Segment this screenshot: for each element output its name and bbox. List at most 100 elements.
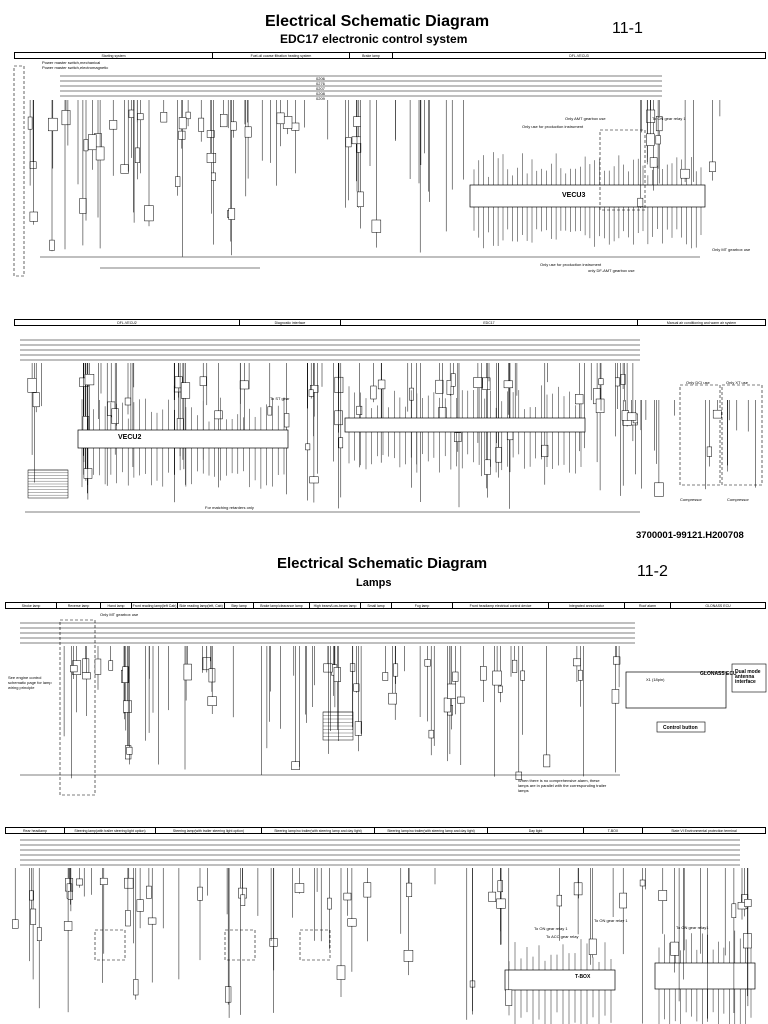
component-symbol bbox=[595, 398, 605, 413]
header-cell: Steering lamp/no trailer(with steering l… bbox=[262, 828, 375, 833]
component-symbol bbox=[211, 172, 216, 181]
component-symbol bbox=[99, 877, 108, 885]
callout: only DF-AMT gearbox use bbox=[588, 268, 635, 273]
ecu-module bbox=[654, 962, 756, 990]
component-symbol bbox=[393, 663, 399, 677]
component-symbol bbox=[611, 689, 620, 704]
header-cell: Stroke lamp bbox=[6, 603, 57, 608]
component-symbol bbox=[406, 882, 413, 897]
callout: Only AMT gearbox use bbox=[565, 116, 606, 121]
component-symbol bbox=[27, 116, 33, 130]
header-cell: Rear headlamp bbox=[6, 828, 65, 833]
component-symbol bbox=[575, 394, 584, 405]
callout: To ON gear relay 1 bbox=[594, 918, 628, 923]
callout: Only use for production instrument bbox=[540, 262, 602, 267]
component-symbol bbox=[613, 656, 621, 665]
component-symbol bbox=[454, 432, 462, 442]
component-symbol bbox=[291, 122, 300, 131]
component-symbol bbox=[473, 377, 483, 388]
component-symbol bbox=[556, 894, 562, 907]
header-cell: DFL-VECU3 bbox=[569, 54, 589, 58]
component-symbol bbox=[276, 112, 285, 125]
component-symbol bbox=[134, 147, 140, 163]
component-symbol bbox=[382, 672, 389, 681]
component-symbol bbox=[497, 685, 503, 693]
component-symbol bbox=[125, 910, 131, 927]
component-symbol bbox=[327, 897, 332, 910]
component-symbol bbox=[88, 134, 97, 151]
component-symbol bbox=[124, 397, 132, 406]
component-symbol bbox=[353, 683, 360, 692]
component-symbol bbox=[573, 658, 581, 667]
component-symbol bbox=[371, 219, 382, 233]
component-symbol bbox=[409, 387, 414, 401]
component-symbol bbox=[503, 380, 513, 389]
component-symbol bbox=[655, 135, 661, 145]
component-symbol bbox=[178, 130, 186, 140]
option-boundary bbox=[599, 129, 646, 211]
header-cell: Brake lamp/clearance lamp bbox=[254, 603, 310, 608]
component-symbol bbox=[626, 412, 637, 421]
header-cell: Diagnostic interface bbox=[240, 320, 341, 325]
header-cell: State VI Environmental protection termin… bbox=[671, 829, 737, 833]
component-symbol bbox=[83, 139, 89, 152]
component-symbol bbox=[136, 899, 144, 912]
page2-title: Electrical Schematic Diagram bbox=[277, 555, 488, 572]
header-cell: EDC17 bbox=[341, 320, 638, 325]
component-symbol bbox=[36, 927, 42, 941]
power-note: Power master switch,mechanical bbox=[42, 60, 101, 65]
header-cell: GLONASS ECU bbox=[705, 604, 731, 608]
antenna-label: Dual mode antenna interface bbox=[735, 669, 761, 685]
component-symbol bbox=[206, 153, 217, 163]
component-symbol bbox=[244, 126, 252, 138]
component-symbol bbox=[649, 157, 658, 168]
callout: Compressor bbox=[727, 497, 749, 502]
component-symbol bbox=[334, 410, 343, 426]
page2-top-header: Stroke lamp Reverse lamp Hand lamp Front… bbox=[5, 602, 766, 609]
component-symbol bbox=[709, 161, 716, 172]
component-symbol bbox=[228, 208, 236, 220]
component-symbol bbox=[712, 409, 722, 419]
component-symbol bbox=[29, 211, 38, 222]
header-cell: Reverse lamp bbox=[57, 603, 101, 608]
header-cell: Hand lamp bbox=[101, 603, 132, 608]
component-symbol bbox=[123, 700, 132, 713]
option-boundary bbox=[94, 929, 126, 961]
option-boundary bbox=[299, 929, 331, 961]
component-symbol bbox=[356, 405, 363, 415]
bus-label: 0207 bbox=[316, 86, 325, 91]
page1-bottom-header: DFL-VECU2 Diagnostic interface EDC17 Man… bbox=[14, 319, 766, 326]
component-symbol bbox=[619, 892, 627, 909]
component-symbol bbox=[214, 410, 223, 420]
ecu-module bbox=[77, 429, 289, 449]
component-symbol bbox=[512, 659, 518, 673]
component-symbol bbox=[207, 696, 217, 706]
component-symbol bbox=[120, 164, 129, 174]
component-symbol bbox=[598, 378, 604, 386]
component-symbol bbox=[67, 890, 73, 900]
component-symbol bbox=[284, 413, 290, 428]
component-symbol bbox=[291, 761, 300, 770]
header-cell: Step lamp bbox=[225, 603, 254, 608]
component-symbol bbox=[82, 658, 90, 673]
component-symbol bbox=[543, 754, 551, 768]
component-symbol bbox=[126, 746, 133, 755]
component-symbol bbox=[122, 666, 130, 683]
callout: Only use for production instrument bbox=[522, 124, 584, 129]
component-symbol bbox=[615, 377, 620, 387]
option-boundary bbox=[224, 929, 256, 961]
component-symbol bbox=[282, 116, 293, 129]
page1-top-header: Starting system Fuel-oil coarse filtrati… bbox=[14, 52, 766, 59]
callout: Only DCI use bbox=[686, 380, 710, 385]
component-symbol bbox=[206, 130, 215, 138]
callout: Only MT gearbox use bbox=[100, 612, 139, 617]
component-symbol bbox=[377, 379, 386, 390]
power-note: Power master switch,electromagnetic bbox=[42, 65, 109, 70]
glonass-connector-label: X1 (18pin) bbox=[646, 677, 665, 682]
header-cell: Fog lamp bbox=[392, 603, 453, 608]
callout: Only XT use bbox=[726, 380, 748, 385]
header-cell: Roof alarm bbox=[625, 603, 671, 608]
component-symbol bbox=[637, 197, 644, 207]
connector-block bbox=[322, 711, 354, 741]
